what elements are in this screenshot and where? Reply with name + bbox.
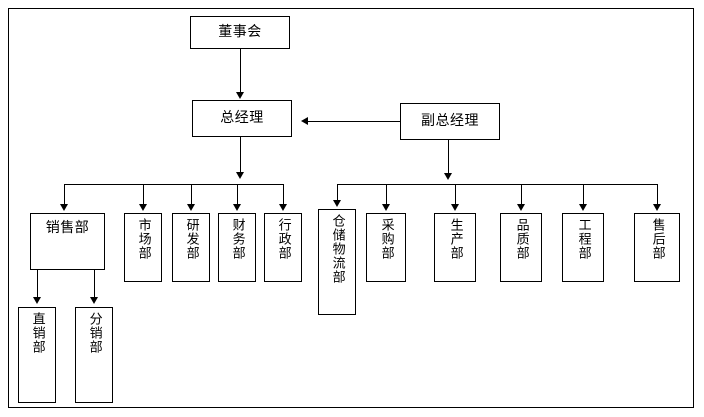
node-label-production: 生产部 [447,218,463,260]
node-label-engineering: 工程部 [575,218,591,260]
connector-board-to-general-manager [240,49,241,93]
arrowhead-left-bus-rnd [187,204,195,211]
arrowhead-board-to-general-manager [236,92,244,99]
diagram-frame [8,8,694,408]
connector-right-bus-drop-purchasing [386,184,387,205]
connector-left-bus [64,184,284,185]
connector-deputy-to-right-bus [448,140,449,176]
node-sales-department[interactable]: 销售部 [30,213,105,270]
arrowhead-right-bus-quality [517,204,525,211]
node-label-board: 董事会 [218,23,262,40]
arrowhead-left-bus-marketing [139,204,147,211]
node-general-manager[interactable]: 总经理 [192,100,292,137]
connector-general-manager-to-left-bus [240,137,241,175]
arrowhead-deputy-drop [444,173,452,180]
node-label-quality: 品质部 [513,218,529,260]
connector-left-bus-drop-finance [237,184,238,205]
connector-left-bus-drop-rnd [191,184,192,205]
connector-right-bus-drop-after-sales [657,184,658,205]
arrowhead-right-bus-after-sales [653,204,661,211]
connector-right-bus-drop-engineering [583,184,584,205]
node-label-general-manager: 总经理 [220,109,264,126]
node-board-of-directors[interactable]: 董事会 [190,16,290,49]
connector-right-bus-drop-quality [521,184,522,205]
node-finance-department[interactable]: 财务部 [218,213,256,282]
arrowhead-left-bus-finance [233,204,241,211]
arrowhead-right-bus-engineering [579,204,587,211]
arrowhead-deputy-to-general-manager [301,117,308,125]
arrowhead-right-bus-warehouse [333,200,341,207]
node-production-department[interactable]: 生产部 [434,213,476,282]
node-purchasing-department[interactable]: 采购部 [366,213,406,282]
connector-left-bus-drop-sales [64,184,65,205]
node-label-warehouse-logistics: 仓储物流部 [329,214,345,284]
arrowhead-right-bus-production [451,204,459,211]
node-label-purchasing: 采购部 [378,218,394,260]
node-warehouse-logistics-department[interactable]: 仓储物流部 [318,209,356,315]
connector-sales-to-distribution [94,270,95,298]
connector-sales-to-direct-sales [37,270,38,298]
node-deputy-general-manager[interactable]: 副总经理 [400,103,500,140]
node-after-sales-department[interactable]: 售后部 [634,213,680,282]
node-label-marketing: 市场部 [135,218,151,260]
node-engineering-department[interactable]: 工程部 [562,213,604,282]
node-label-after-sales: 售后部 [649,218,665,260]
node-label-distribution: 分销部 [86,312,102,354]
arrowhead-right-bus-purchasing [382,204,390,211]
node-label-sales: 销售部 [45,220,90,236]
arrowhead-sales-direct [33,297,41,304]
node-label-direct-sales: 直销部 [29,312,45,354]
node-direct-sales-department[interactable]: 直销部 [18,307,56,403]
node-label-admin: 行政部 [275,218,291,260]
node-label-deputy-general-manager: 副总经理 [421,112,479,129]
arrowhead-sales-distribution [90,297,98,304]
node-distribution-department[interactable]: 分销部 [75,307,113,403]
connector-left-bus-drop-admin [283,184,284,205]
node-admin-department[interactable]: 行政部 [264,213,302,282]
arrowhead-general-manager-drop [236,172,244,179]
arrowhead-left-bus-sales [60,204,68,211]
connector-right-bus-drop-production [455,184,456,205]
node-rnd-department[interactable]: 研发部 [172,213,210,282]
connector-left-bus-drop-marketing [143,184,144,205]
node-quality-department[interactable]: 品质部 [500,213,542,282]
connector-deputy-to-general-manager [308,121,400,122]
arrowhead-left-bus-admin [279,204,287,211]
connector-right-bus-drop-warehouse [337,184,338,202]
node-label-finance: 财务部 [229,218,245,260]
node-marketing-department[interactable]: 市场部 [124,213,162,282]
connector-right-bus [337,184,657,185]
node-label-rnd: 研发部 [183,218,199,260]
